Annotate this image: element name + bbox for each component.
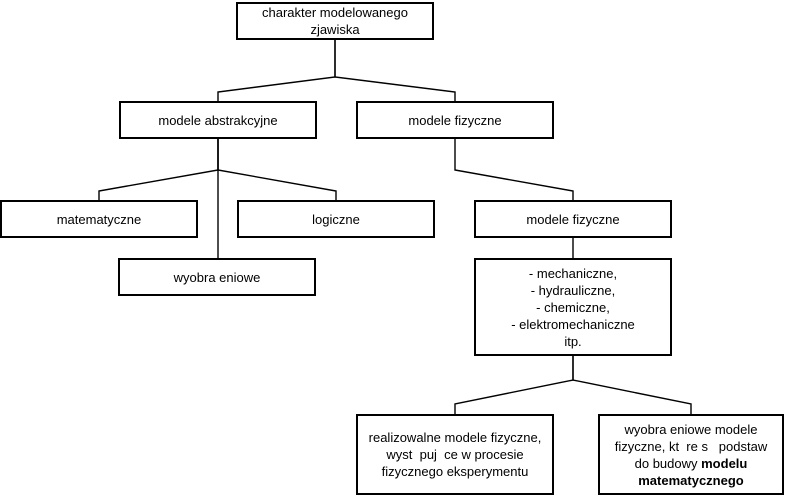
node-text-line: - hydrauliczne, <box>530 282 616 298</box>
node-label-modele-fizyczne-poziom-2: modele fizyczne <box>358 112 552 129</box>
node-text-line: matematycznego <box>638 472 744 488</box>
node-text-line: - mechaniczne, <box>528 265 618 281</box>
node-text-line: modele fizyczne <box>526 211 620 227</box>
node-text-line: do budowy modelu <box>634 455 748 471</box>
node-text-line: fizycznego eksperymentu <box>381 464 529 479</box>
node-text-line: wyobra eniowe <box>173 269 261 285</box>
edge-abstrakcyjne-to-matematyczne <box>98 139 219 200</box>
node-label-wyobrazeniowe: wyobra eniowe <box>120 269 314 286</box>
node-text-line: logiczne <box>312 211 360 227</box>
node-charakter-modelowanego-zjawiska[interactable]: charakter modelowanego zjawiska <box>236 2 434 40</box>
node-matematyczne[interactable]: matematyczne <box>0 200 198 238</box>
node-text-line: zjawiska <box>310 22 360 37</box>
node-wyobrazeniowe[interactable]: wyobra eniowe <box>118 258 316 296</box>
node-text-line: itp. <box>564 333 582 349</box>
node-modele-abstrakcyjne[interactable]: modele abstrakcyjne <box>119 101 317 139</box>
node-label-matematyczne: matematyczne <box>2 211 196 228</box>
node-text-line: wyst puj ce w procesie <box>386 447 524 462</box>
node-text-emphasis: modelu <box>701 455 748 471</box>
node-modele-fizyczne-poziom-2[interactable]: modele fizyczne <box>356 101 554 139</box>
node-text-line: modele abstrakcyjne <box>158 112 278 128</box>
edge-fizyczne-l2-to-fizyczne-l3 <box>454 139 574 200</box>
node-text-line: - elektromechaniczne <box>511 316 635 332</box>
node-label-rodzaje-modeli-fizycznych: - mechaniczne,- hydrauliczne,- chemiczne… <box>476 265 670 350</box>
node-label-logiczne: logiczne <box>239 211 433 228</box>
node-label-modele-fizyczne-poziom-3: modele fizyczne <box>476 211 670 228</box>
node-text-line: - chemiczne, <box>536 299 610 315</box>
node-text-line: modele fizyczne <box>408 112 502 128</box>
edge-rodzaje-to-realizowalne <box>454 356 574 414</box>
edge-abstrakcyjne-to-logiczne <box>217 139 337 200</box>
node-label-realizowalne-modele-fizyczne: realizowalne modele fizyczne, wyst puj ce… <box>358 429 552 480</box>
node-realizowalne-modele-fizyczne[interactable]: realizowalne modele fizyczne, wyst puj ce… <box>356 414 554 495</box>
edge-root-to-fizyczne-l2 <box>334 40 456 101</box>
node-label-modele-abstrakcyjne: modele abstrakcyjne <box>121 112 315 129</box>
node-text-line: charakter modelowanego <box>262 5 408 20</box>
node-rodzaje-modeli-fizycznych[interactable]: - mechaniczne,- hydrauliczne,- chemiczne… <box>474 258 672 356</box>
edge-rodzaje-to-wyobrazeniowe-modele <box>572 356 692 414</box>
node-text-line: fizyczne, kt re s podstaw <box>614 438 768 454</box>
node-text-line: matematyczne <box>56 211 142 227</box>
node-label-charakter-modelowanego-zjawiska: charakter modelowanego zjawiska <box>238 4 432 38</box>
node-modele-fizyczne-poziom-3[interactable]: modele fizyczne <box>474 200 672 238</box>
node-text-line: wyobra eniowe modele <box>624 421 758 437</box>
node-text-line: realizowalne modele fizyczne, <box>368 430 542 445</box>
node-logiczne[interactable]: logiczne <box>237 200 435 238</box>
edge-root-to-abstrakcyjne <box>217 40 336 101</box>
